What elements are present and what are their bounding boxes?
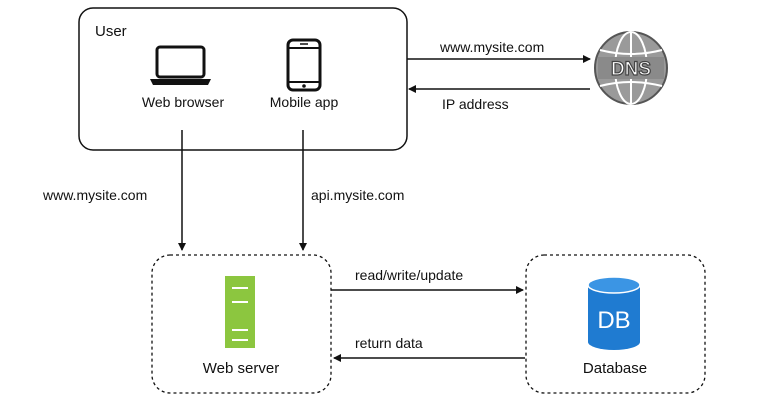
dns-request-label: www.mysite.com	[439, 39, 544, 55]
user-group-title: User	[95, 23, 127, 40]
server-to-db-label: read/write/update	[355, 267, 463, 283]
user-group-box	[78, 7, 408, 151]
web-browser-label: Web browser	[142, 94, 225, 110]
dns-globe-icon: DNS	[594, 31, 668, 105]
server-icon	[225, 276, 255, 348]
database-node: DB Database	[525, 254, 706, 394]
web-server-label: Web server	[203, 360, 279, 377]
database-cylinder-icon: DB	[587, 276, 641, 350]
mobile-phone-icon	[286, 38, 322, 92]
dns-response-label: IP address	[442, 96, 509, 112]
database-icon-text: DB	[597, 307, 630, 334]
app-to-server-label: api.mysite.com	[311, 187, 404, 203]
db-to-server-label: return data	[355, 335, 423, 351]
user-group: User Web browser Mobile app	[78, 7, 408, 151]
mobile-app-label: Mobile app	[270, 94, 339, 110]
dns-icon-text: DNS	[611, 59, 651, 80]
laptop-icon	[150, 45, 211, 85]
browser-to-server-label: www.mysite.com	[42, 187, 147, 203]
database-label: Database	[583, 360, 647, 377]
web-server-node: Web server	[151, 254, 332, 394]
